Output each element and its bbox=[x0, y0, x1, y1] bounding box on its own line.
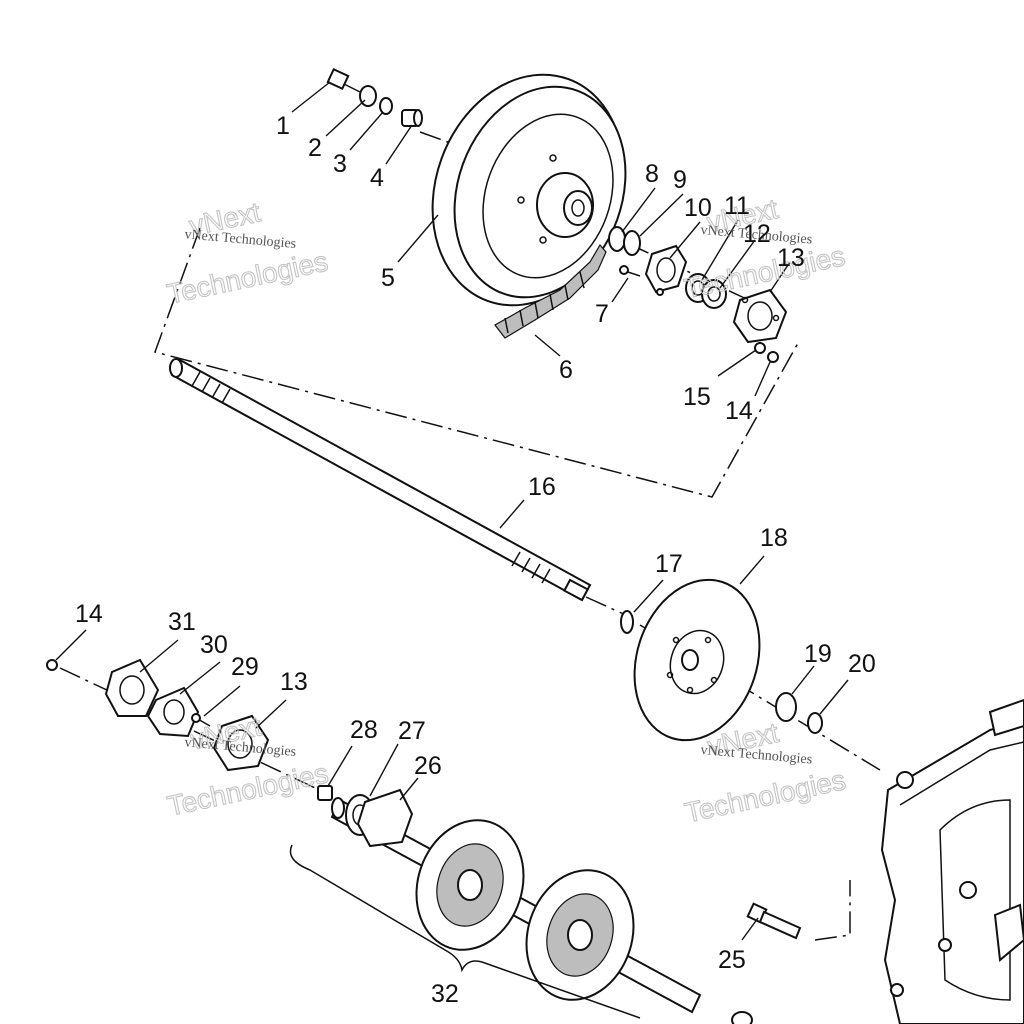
shaft-end-washer bbox=[731, 1011, 753, 1024]
callout-7: 7 bbox=[595, 300, 609, 328]
leader-lines bbox=[55, 81, 849, 941]
seal-19 bbox=[775, 692, 797, 722]
callout-14: 14 bbox=[725, 397, 753, 425]
callout-28: 28 bbox=[350, 716, 378, 744]
washer-9 bbox=[623, 230, 641, 256]
bolt-25 bbox=[746, 902, 802, 940]
watermark-technologies-text: Technologies bbox=[682, 764, 848, 828]
drive-pulley-5 bbox=[431, 73, 627, 307]
callout-18: 18 bbox=[760, 524, 788, 552]
washer-15 bbox=[754, 342, 766, 354]
screw-7 bbox=[619, 265, 641, 277]
nut-14 bbox=[767, 351, 779, 363]
drive-shaft-16 bbox=[169, 358, 592, 602]
o-ring-17 bbox=[620, 610, 634, 634]
callout-1: 1 bbox=[276, 112, 290, 140]
flange-plate-10 bbox=[644, 244, 688, 294]
bushing-28 bbox=[317, 785, 333, 801]
assembly-bracket-32 bbox=[289, 844, 641, 1019]
callout-32: 32 bbox=[431, 980, 459, 1008]
washer-3 bbox=[379, 97, 393, 115]
callout-3: 3 bbox=[333, 150, 347, 178]
callout-31: 31 bbox=[168, 608, 196, 636]
callout-15: 15 bbox=[683, 383, 711, 411]
callout-labels: 1 2 3 4 5 6 7 8 9 10 11 12 13 15 14 16 1… bbox=[75, 112, 876, 1008]
bearing-flange-13-lower bbox=[212, 714, 270, 772]
callout-16: 16 bbox=[528, 473, 556, 501]
callout-9: 9 bbox=[673, 166, 687, 194]
callout-2: 2 bbox=[308, 134, 322, 162]
callout-29: 29 bbox=[231, 653, 259, 681]
callout-8: 8 bbox=[645, 160, 659, 188]
flange-plate-30 bbox=[146, 686, 200, 738]
callout-17: 17 bbox=[655, 550, 683, 578]
callout-20: 20 bbox=[848, 650, 876, 678]
drive-sprocket-right bbox=[525, 869, 635, 1001]
spacer-4 bbox=[401, 109, 423, 127]
watermark-left: vNext Technologies bbox=[164, 196, 331, 310]
screw-29 bbox=[191, 713, 211, 727]
brake-disc-18 bbox=[633, 578, 761, 742]
callout-30: 30 bbox=[200, 631, 228, 659]
callout-11: 11 bbox=[724, 192, 750, 220]
assembly-centerlines bbox=[59, 131, 881, 941]
callout-12: 12 bbox=[743, 220, 771, 248]
o-ring-20 bbox=[807, 712, 823, 734]
callout-13: 13 bbox=[777, 244, 805, 272]
pin bbox=[656, 288, 664, 296]
drive-chain-6 bbox=[494, 243, 607, 339]
chaincase-housing bbox=[880, 698, 1024, 1024]
callout-14-lower: 14 bbox=[75, 600, 103, 628]
callout-4: 4 bbox=[370, 164, 384, 192]
callout-19: 19 bbox=[804, 640, 832, 668]
watermark-technologies-text: Technologies bbox=[164, 245, 330, 309]
callout-27: 27 bbox=[398, 717, 426, 745]
callout-10: 10 bbox=[684, 194, 712, 222]
callout-6: 6 bbox=[559, 356, 573, 384]
callout-5: 5 bbox=[381, 264, 395, 292]
drive-sprocket-left bbox=[415, 819, 525, 951]
bolt-1 bbox=[326, 67, 361, 93]
nut-14-lower bbox=[46, 659, 58, 671]
bearing-flange-26 bbox=[356, 788, 414, 848]
callout-13-lower: 13 bbox=[280, 668, 308, 696]
callout-26: 26 bbox=[414, 752, 442, 780]
bearing-flange-13 bbox=[732, 288, 788, 344]
callout-25: 25 bbox=[718, 946, 746, 974]
bearing-flange-31 bbox=[104, 658, 160, 717]
